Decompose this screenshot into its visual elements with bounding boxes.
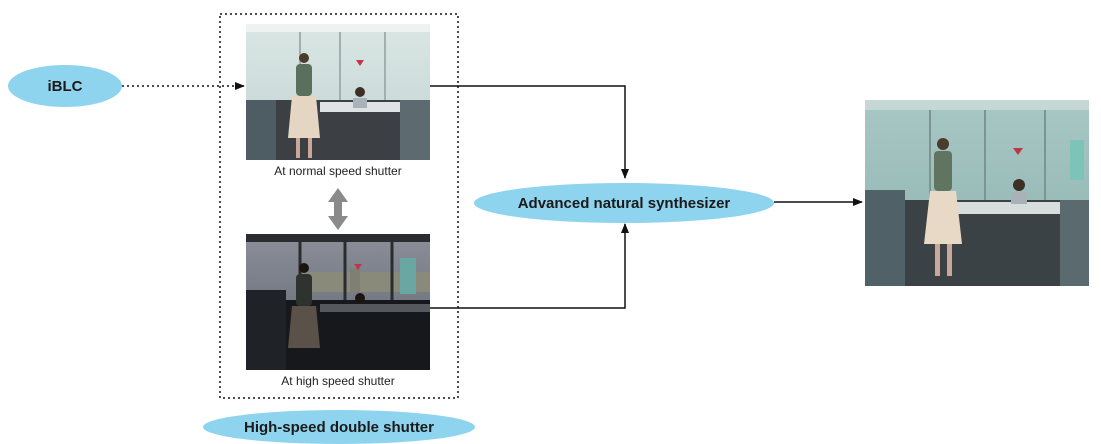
caption-high-shutter: At high speed shutter (281, 374, 395, 388)
high-to-synth-connector (430, 223, 629, 309)
synthesizer-node: Advanced natural synthesizer (474, 183, 774, 223)
iblc-label: iBLC (47, 77, 83, 95)
photo-normal-shutter (246, 24, 430, 160)
double-shutter-label: High-speed double shutter (243, 418, 434, 436)
caption-normal-shutter: At normal speed shutter (274, 164, 402, 178)
iblc-node: iBLC (8, 65, 122, 107)
synthesizer-label: Advanced natural synthesizer (517, 194, 731, 212)
normal-to-synth-connector (430, 85, 629, 179)
double-shutter-node: High-speed double shutter (203, 410, 475, 444)
photo-high-shutter (246, 234, 430, 370)
double-shutter-box (219, 13, 459, 399)
double-arrow-icon (328, 188, 348, 230)
photo-synthesized-result (865, 100, 1089, 286)
